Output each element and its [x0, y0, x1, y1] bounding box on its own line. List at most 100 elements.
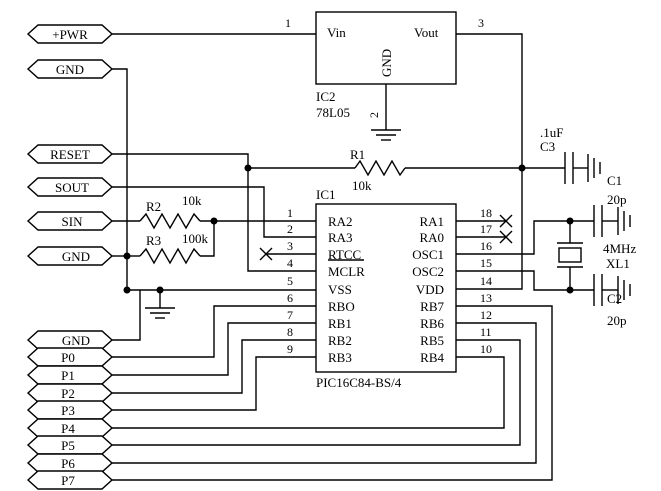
- port-gnd-mid-label: GND: [62, 249, 90, 264]
- ic1-left-pin-number: 2: [287, 222, 293, 236]
- junction-osc2: [566, 286, 574, 294]
- ic1-right-pin-number: 17: [480, 222, 492, 236]
- port-gnd-mid: GND: [26, 246, 114, 266]
- port-reset: RESET: [26, 144, 114, 164]
- port-p2: P2: [26, 383, 114, 403]
- ic2-regulator: Vin Vout GND IC2 78L05 1 3 2: [285, 11, 484, 120]
- wire-gnd-top: [112, 68, 128, 290]
- wire-p4: [112, 356, 505, 429]
- crystal-xl1: 4MHz XL1: [557, 241, 636, 271]
- port-sin-label: SIN: [62, 214, 84, 229]
- junction-vdd-r1: [518, 164, 526, 172]
- ic1-right-pin-number: 15: [480, 256, 492, 270]
- resistor-r3: R3 100k: [139, 231, 209, 265]
- port-p1: P1: [26, 365, 114, 385]
- ic1-right-pin-number: 16: [480, 239, 492, 253]
- ground-symbol-ic2: [371, 129, 401, 141]
- ic1-left-pin-number: 4: [287, 256, 293, 270]
- port-sout-label: SOUT: [55, 180, 89, 195]
- port-p3-label: P3: [61, 403, 75, 418]
- ic2-pin3: 3: [478, 16, 484, 30]
- port-pwr-label: +PWR: [52, 27, 88, 42]
- wire-p3: [112, 356, 316, 411]
- port-gnd-bot-label: GND: [62, 333, 90, 348]
- resistor-r2: R2 10k: [139, 193, 202, 230]
- ic1-right-pin-number: 14: [480, 274, 492, 288]
- ic2-gnd-label: GND: [379, 49, 394, 77]
- ic1-left-pin-number: 3: [287, 239, 293, 253]
- r1-value: 10k: [352, 178, 372, 193]
- wire-vout-vdd: [456, 33, 523, 290]
- ic1-left-pin-name: RBO: [328, 299, 355, 314]
- ic1-left-pin-number: 8: [287, 325, 293, 339]
- r2-ref: R2: [146, 199, 161, 214]
- c3-ref: C3: [540, 139, 555, 154]
- port-p4: P4: [26, 418, 114, 438]
- port-p0-label: P0: [61, 350, 75, 365]
- ic1-left-pin-number: 7: [287, 308, 293, 322]
- port-p3: P3: [26, 400, 114, 420]
- wire-p1: [112, 322, 316, 376]
- ic1-right-pin-number: 10: [480, 342, 492, 356]
- ic1-right-pin-name: OSC2: [412, 264, 444, 279]
- ic1-right-pin-name: RB5: [420, 333, 444, 348]
- ic1-right-pin-name: VDD: [416, 282, 444, 297]
- junction-gnd-vss: [123, 286, 131, 294]
- resistor-r1: R1 10k: [350, 147, 406, 193]
- ic1-right-pin-name: RB4: [420, 350, 444, 365]
- ic1-left-pin-number: 9: [287, 342, 293, 356]
- port-p7-label: P7: [61, 473, 75, 488]
- r1-zigzag-icon: [354, 159, 406, 177]
- ic1-right-pin-name: RB6: [420, 316, 444, 331]
- junction-sin-r3: [210, 217, 218, 225]
- c2-ref: C2: [607, 291, 622, 306]
- wire-osc1: [456, 220, 594, 255]
- wire-p7: [112, 305, 553, 481]
- ic1-left-pin-number: 1: [287, 206, 293, 220]
- r3-value: 100k: [182, 231, 209, 246]
- nc-ra1-icon: [499, 214, 513, 228]
- ic1-left-pin-name: RTCC: [328, 247, 361, 262]
- port-reset-label: RESET: [50, 147, 90, 162]
- ic1-left-pin-name: VSS: [328, 282, 352, 297]
- ic1-right-pin-number: 18: [480, 206, 492, 220]
- port-p5: P5: [26, 435, 114, 455]
- ic1-right-pin-name: RA1: [419, 214, 444, 229]
- c1-value: 20p: [607, 192, 627, 207]
- port-p0: P0: [26, 347, 114, 367]
- junction-reset-r1: [244, 164, 252, 172]
- r2-value: 10k: [182, 193, 202, 208]
- r2-zigzag-icon: [139, 212, 201, 230]
- xtal-value: 4MHz: [603, 241, 636, 256]
- wire-p0: [112, 305, 316, 358]
- xtal-ref: XL1: [606, 256, 630, 271]
- ic1-part: PIC16C84-BS/4: [316, 375, 402, 390]
- ic2-part: 78L05: [316, 105, 350, 120]
- wire-p2: [112, 339, 316, 394]
- ground-symbol-vss: [145, 307, 175, 319]
- port-sout: SOUT: [26, 177, 114, 197]
- ic1-left-pin-name: MCLR: [328, 264, 365, 279]
- ic1-ref: IC1: [316, 187, 336, 202]
- junction-gnd-mid: [123, 252, 131, 260]
- ic1-left-pin-number: 5: [287, 274, 293, 288]
- ic1-right-pin-name: RB7: [420, 299, 444, 314]
- port-pwr: +PWR: [26, 24, 114, 44]
- ic2-vin-label: Vin: [327, 25, 346, 40]
- wire-p6: [112, 322, 537, 464]
- r3-zigzag-icon: [139, 247, 201, 265]
- r1-ref: R1: [350, 147, 365, 162]
- port-p6: P6: [26, 453, 114, 473]
- ic1-right-pin-number: 12: [480, 308, 492, 322]
- ic1-left-pin-name: RA3: [328, 230, 353, 245]
- wire-gnd-bot: [112, 290, 141, 341]
- wires: [112, 33, 594, 481]
- ic2-pin2: 2: [367, 112, 381, 118]
- ic1-right-pin-name: OSC1: [412, 247, 444, 262]
- wire-p5: [112, 339, 521, 446]
- port-p7: P7: [26, 470, 114, 490]
- ic1-left-pin-name: RA2: [328, 214, 353, 229]
- port-p1-label: P1: [61, 368, 75, 383]
